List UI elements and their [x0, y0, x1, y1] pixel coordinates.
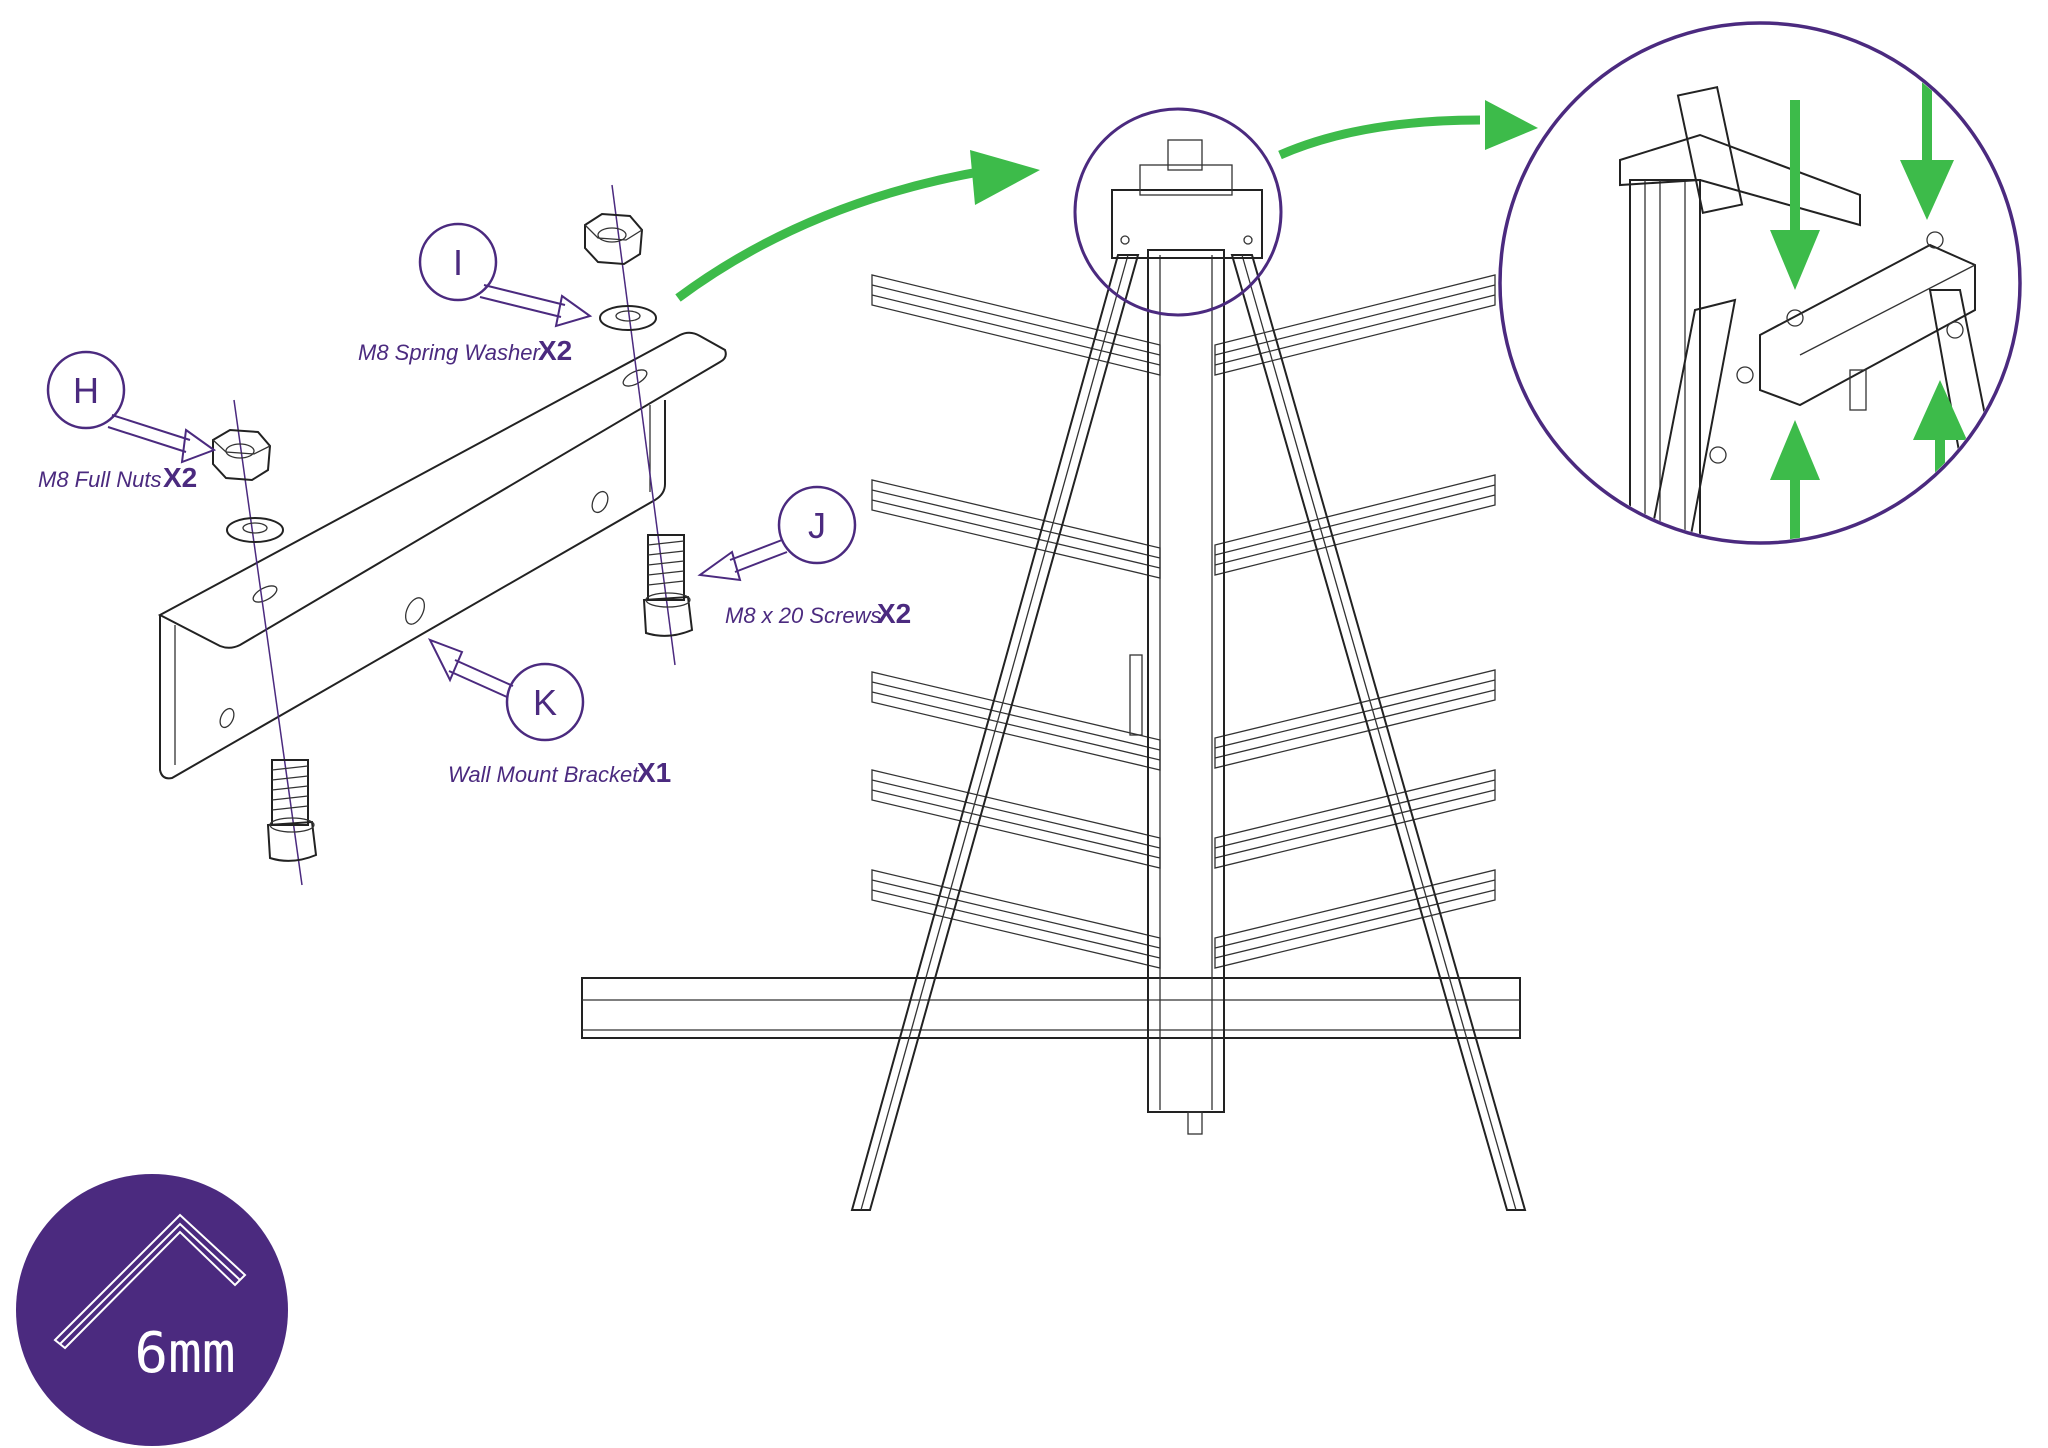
screw-bottom-left — [266, 759, 318, 862]
detail-view — [1498, 21, 2022, 545]
callout-h: H M8 Full Nuts X2 — [38, 350, 217, 493]
part-name-i: M8 Spring Washer — [358, 340, 541, 365]
bracket-exploded-view: H M8 Full Nuts X2 I M8 Spring Washer X2 … — [38, 184, 911, 886]
part-qty-h: X2 — [163, 462, 197, 493]
callout-letter-h: H — [73, 370, 99, 411]
part-qty-k: X1 — [637, 757, 671, 788]
green-arrow-to-detail — [1278, 100, 1538, 160]
hex-key-icon — [53, 1213, 247, 1350]
nut-right — [584, 212, 644, 266]
callout-letter-k: K — [533, 682, 557, 723]
callout-k: K Wall Mount Bracket X1 — [427, 638, 671, 788]
part-qty-j: X2 — [877, 598, 911, 629]
tool-size-label: 6mm — [134, 1321, 235, 1386]
callout-letter-j: J — [808, 505, 826, 546]
detail-highlight-circle — [1073, 107, 1283, 317]
callout-letter-i: I — [453, 242, 463, 283]
part-qty-i: X2 — [538, 335, 572, 366]
washer-right — [599, 305, 657, 331]
part-name-k: Wall Mount Bracket — [448, 762, 639, 787]
green-arrow-to-rack — [675, 150, 1040, 302]
screw-right — [642, 534, 694, 637]
callout-j: J M8 x 20 Screws X2 — [697, 485, 911, 629]
part-name-j: M8 x 20 Screws — [725, 603, 882, 628]
callout-i: I M8 Spring Washer X2 — [358, 222, 593, 366]
nut-left — [212, 428, 272, 482]
part-name-h: M8 Full Nuts — [38, 467, 161, 492]
rack-stand — [581, 139, 1527, 1211]
tool-badge: 6mm — [16, 1174, 288, 1446]
washer-left — [226, 517, 284, 543]
